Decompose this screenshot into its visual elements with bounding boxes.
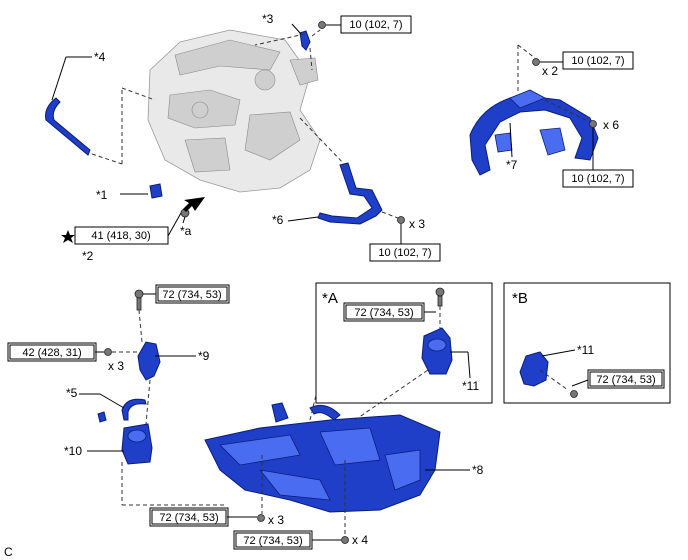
qty-8a: x 3 <box>268 513 284 527</box>
torque-8a: 72 (734, 53) <box>159 512 218 524</box>
qty-7a: x 2 <box>542 64 558 78</box>
inset-a-label: *A <box>322 290 338 307</box>
torque-7a: 10 (102, 7) <box>571 55 624 67</box>
label-6: *6 <box>272 213 284 227</box>
label-11b: *11 <box>577 343 594 357</box>
torque-6: 10 (102, 7) <box>378 247 431 259</box>
bolt-7b-icon <box>589 120 597 128</box>
label-10: *10 <box>64 444 82 458</box>
qty-8b: x 4 <box>352 533 368 547</box>
label-8: *8 <box>472 463 484 477</box>
part-5-clip <box>97 411 107 423</box>
part-7-harness <box>469 89 599 176</box>
label-4: *4 <box>94 50 106 64</box>
torque-a: 72 (734, 53) <box>354 307 413 319</box>
bolt-9a-icon <box>134 289 144 299</box>
torque-b: 72 (734, 53) <box>596 374 655 386</box>
torque-8b: 72 (734, 53) <box>243 535 302 547</box>
bolt-icon <box>318 21 326 29</box>
bolt-8b-icon <box>341 536 349 544</box>
label-11a: *11 <box>462 379 479 393</box>
part-4-hose <box>45 97 91 156</box>
inset-a <box>315 282 493 404</box>
part-11-bracket-b <box>519 351 549 387</box>
part-6-pipe <box>317 162 383 225</box>
label-9: *9 <box>198 349 210 363</box>
part-5-hose <box>121 398 147 421</box>
part-9-bracket <box>137 341 161 381</box>
star-icon <box>61 230 75 243</box>
torque-9a: 72 (734, 53) <box>162 289 221 301</box>
part-3-bracket <box>299 30 311 51</box>
engine-assembly <box>147 29 321 193</box>
bolt-b-icon <box>570 390 578 398</box>
torque-9b: 42 (428, 31) <box>22 347 81 359</box>
qty-7b: x 6 <box>603 118 619 132</box>
part-8-subframe <box>204 402 441 513</box>
inset-b <box>503 282 671 404</box>
qty-6: x 3 <box>409 217 425 231</box>
corner-label: C <box>4 545 13 559</box>
bolt-8a-icon <box>257 514 265 522</box>
torque-7b: 10 (102, 7) <box>571 173 624 185</box>
bolt-a-inset-icon <box>435 287 445 297</box>
label-a: *a <box>180 224 192 238</box>
label-7: *7 <box>506 158 518 172</box>
torque-3: 10 (102, 7) <box>349 19 402 31</box>
label-2: *2 <box>82 249 94 263</box>
label-3: *3 <box>262 12 274 26</box>
arrow-icon <box>183 197 205 212</box>
part-1-cap <box>149 183 163 199</box>
qty-9: x 3 <box>108 359 124 373</box>
label-1: *1 <box>96 188 108 202</box>
bolt-9b-icon <box>104 348 112 356</box>
torque-1: 41 (418, 30) <box>91 230 150 242</box>
bolt-7a-icon <box>532 58 540 66</box>
label-5: *5 <box>66 386 78 400</box>
inset-b-label: *B <box>512 290 528 307</box>
bolt-6-icon <box>397 216 405 224</box>
